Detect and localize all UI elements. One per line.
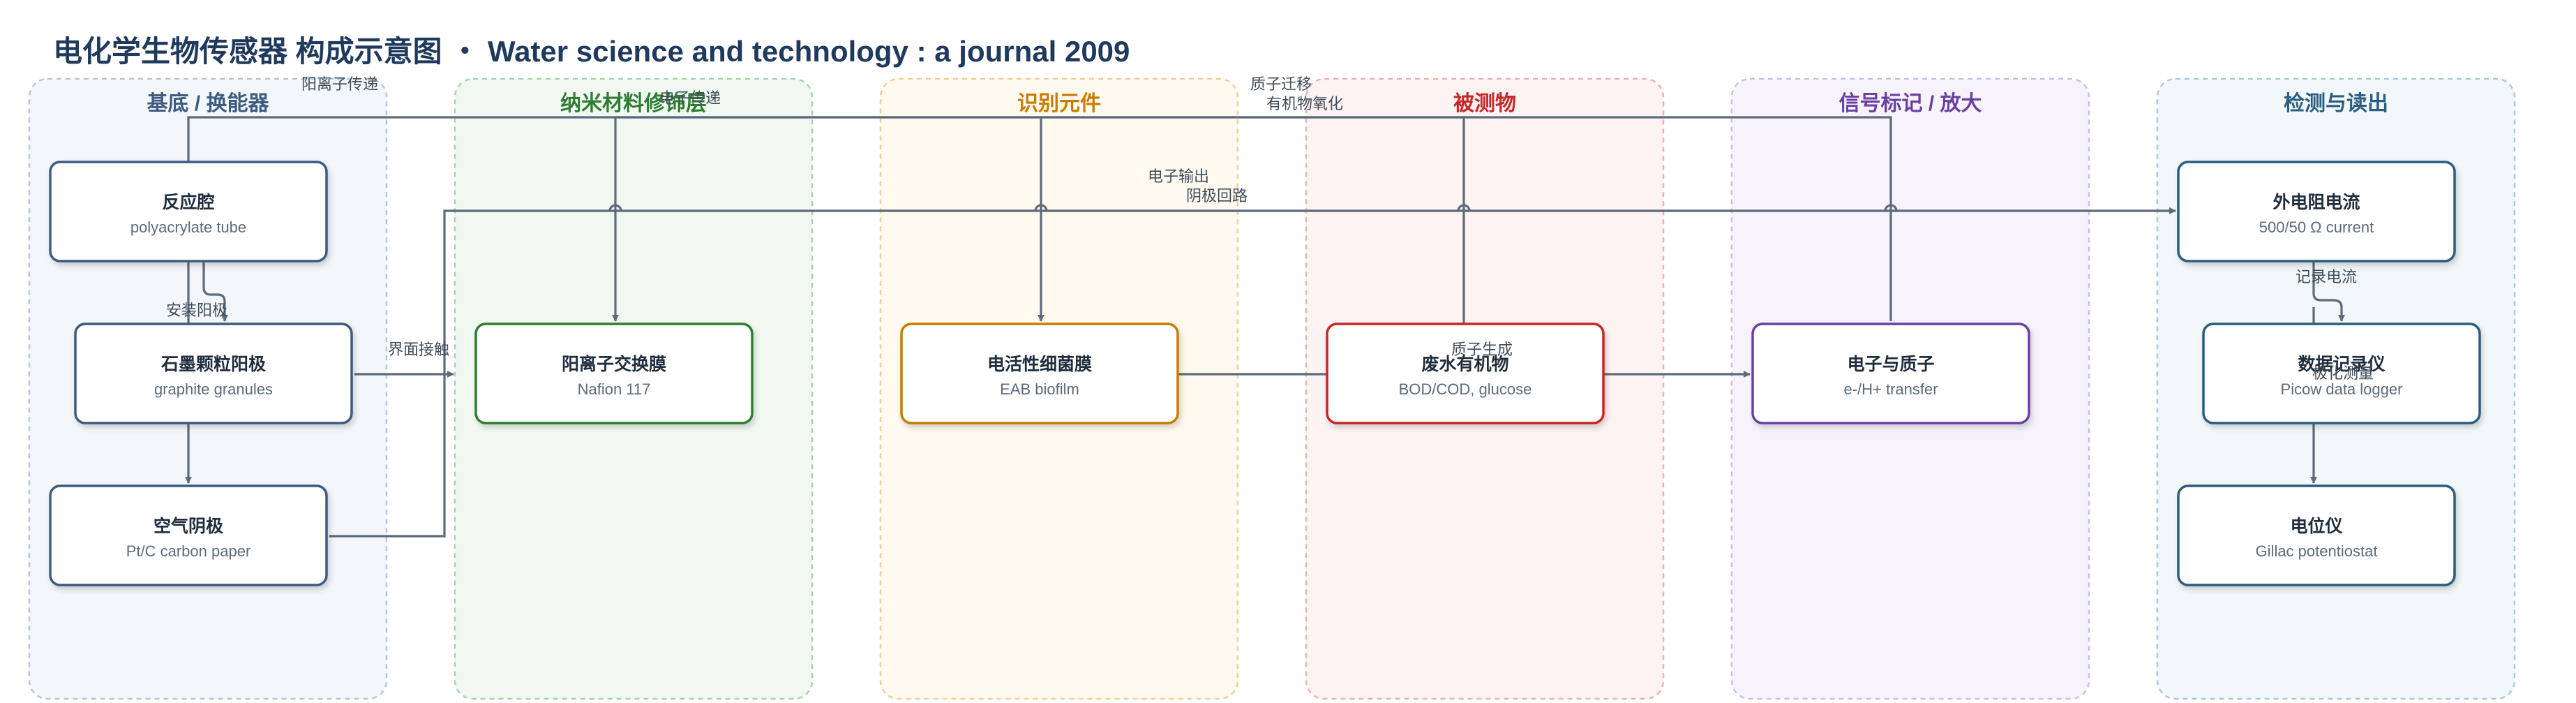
edge-label-electron-output: 电子输出 xyxy=(1148,168,1209,185)
node-title-resistor: 外电阻电流 xyxy=(2272,192,2360,212)
edge-label-proton-generation: 质子生成 xyxy=(1451,341,1513,358)
edge-wastewater-to-membrane xyxy=(612,116,1465,374)
node-subtitle-anode: graphite granules xyxy=(154,380,273,398)
node-title-membrane: 阳离子交换膜 xyxy=(562,354,666,374)
edge-label-interface-contact: 界面接触 xyxy=(388,341,449,358)
node-box-reaction-chamber xyxy=(49,161,328,262)
node-logger: 数据记录仪 Picow data logger xyxy=(2202,323,2481,424)
node-membrane: 阳离子交换膜 Nafion 117 xyxy=(474,323,754,424)
node-subtitle-biofilm: EAB biofilm xyxy=(1000,380,1079,398)
node-title-anode: 石墨颗粒阳极 xyxy=(160,354,266,374)
edge-crossing-hop-1 xyxy=(608,204,622,212)
node-title-air-cathode: 空气阴极 xyxy=(153,516,223,536)
node-box-air-cathode xyxy=(49,484,328,586)
node-title-biofilm: 电活性细菌膜 xyxy=(987,354,1092,374)
node-subtitle-resistor: 500/50 Ω current xyxy=(2259,219,2374,236)
node-title-reaction-chamber: 反应腔 xyxy=(162,192,214,212)
edges xyxy=(185,116,2345,538)
node-subtitle-air-cathode: Pt/C carbon paper xyxy=(126,542,251,560)
node-box-transfer xyxy=(1751,323,2030,424)
node-box-potentiostat xyxy=(2177,484,2456,586)
column-title-recognition: 识别元件 xyxy=(1017,92,1101,115)
edge-crossing-hop-4 xyxy=(1884,204,1898,212)
edge-label-install-anode: 安装阳极 xyxy=(166,302,227,319)
node-subtitle-logger: Picow data logger xyxy=(2281,380,2403,398)
column-title-signal: 信号标记 / 放大 xyxy=(1839,92,1982,115)
node-box-membrane xyxy=(474,323,754,424)
node-subtitle-reaction-chamber: polyacrylate tube xyxy=(130,219,246,236)
edge-resistor-to-logger xyxy=(2312,261,2345,322)
nodes: 反应腔 polyacrylate tube 石墨颗粒阳极 graphite granu… xyxy=(49,161,2481,586)
node-box-anode xyxy=(74,323,353,424)
edge-label-organic-oxidation: 有机物氧化 xyxy=(1266,95,1343,112)
column-title-nanomaterial: 纳米材料修饰层 xyxy=(560,92,707,115)
edge-chamber-to-anode xyxy=(202,261,228,322)
edge-cathode-to-resistor xyxy=(329,207,2176,538)
node-title-wastewater: 废水有机物 xyxy=(1421,354,1508,374)
node-box-biofilm xyxy=(900,323,1179,424)
node-title-potentiostat: 电位仪 xyxy=(2290,516,2343,536)
column-title-readout: 检测与读出 xyxy=(2284,91,2388,115)
edge-label-cathode-loop: 阴极回路 xyxy=(1186,187,1248,205)
node-resistor: 外电阻电流 500/50 Ω current xyxy=(2177,161,2456,262)
node-subtitle-membrane: Nafion 117 xyxy=(578,380,651,398)
node-potentiostat: 电位仪 Gillac potentiostat xyxy=(2177,484,2456,586)
edge-label-cation-transfer: 阳离子传递 xyxy=(301,75,378,93)
column-title-analyte: 被测物 xyxy=(1453,92,1516,115)
node-air-cathode: 空气阴极 Pt/C carbon paper xyxy=(49,484,328,586)
page-title: 电化学生物传感器 构成示意图 ・ Water science and techn… xyxy=(53,35,1130,68)
node-reaction-chamber: 反应腔 polyacrylate tube xyxy=(49,161,328,262)
edge-label-polarization: 极化测量 xyxy=(2312,364,2374,382)
node-title-logger: 数据记录仪 xyxy=(2298,355,2386,374)
node-transfer: 电子与质子 e-/H+ transfer xyxy=(1751,323,2030,424)
node-title-transfer: 电子与质子 xyxy=(1847,355,1934,374)
edge-crossing-hop-3 xyxy=(1457,204,1471,212)
column-title-substrate: 基底 / 换能器 xyxy=(147,92,269,115)
column-panels: 基底 / 换能器 纳米材料修饰层 识别元件 被测物 信号标记 / 放大 检测与读出 xyxy=(28,77,2516,700)
edge-crossing-hop-2 xyxy=(1034,204,1048,212)
edge-label-proton-migration: 质子迁移 xyxy=(1250,75,1312,93)
node-subtitle-transfer: e-/H+ transfer xyxy=(1843,380,1938,398)
node-box-resistor xyxy=(2177,161,2456,262)
edge-label-record-current: 记录电流 xyxy=(2296,268,2357,286)
node-subtitle-potentiostat: Gillac potentiostat xyxy=(2256,542,2378,560)
node-wastewater: 废水有机物 BOD/COD, glucose xyxy=(1326,323,1605,424)
edge-label-proton-transfer: 电子传递 xyxy=(659,89,721,107)
node-box-logger xyxy=(2202,323,2481,424)
node-subtitle-wastewater: BOD/COD, glucose xyxy=(1399,380,1532,398)
node-biofilm: 电活性细菌膜 EAB biofilm xyxy=(900,323,1179,424)
node-box-wastewater xyxy=(1326,323,1605,424)
node-anode: 石墨颗粒阳极 graphite granules xyxy=(74,323,353,424)
